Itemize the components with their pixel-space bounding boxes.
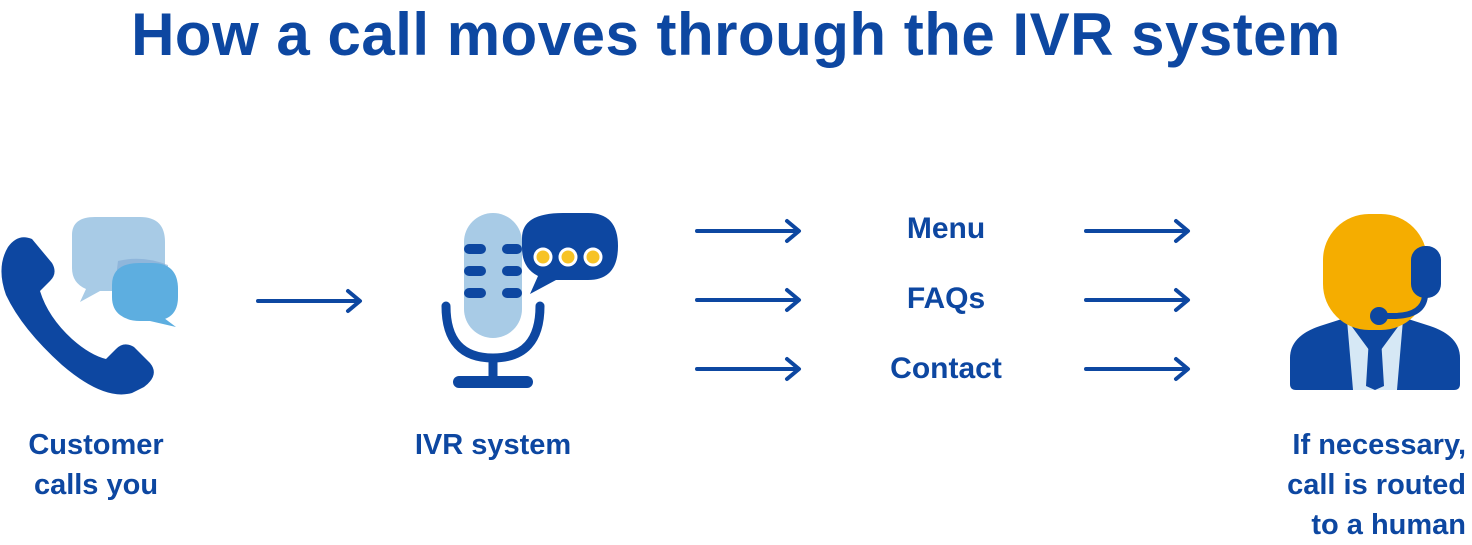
step-1-label-line-2: calls you <box>33 469 159 501</box>
agent-headset-icon <box>1290 214 1460 390</box>
arrow-right-menu-in <box>695 219 801 243</box>
option-contact: Contact <box>890 352 1002 385</box>
option-menu: Menu <box>906 212 986 245</box>
arrow-right-1 <box>256 289 362 313</box>
arrow-right-contact-in <box>695 357 801 381</box>
step-4-label: If necessary, call is routed to a human <box>1270 425 1466 545</box>
arrow-right-contact-out <box>1084 357 1190 381</box>
step-4-label-line-3: to a human <box>1311 509 1466 541</box>
arrow-right-menu-out <box>1084 219 1190 243</box>
microphone-chat-icon <box>441 213 618 388</box>
option-faqs: FAQs <box>906 282 986 315</box>
phone-chat-icon <box>1 217 178 395</box>
arrow-right-faqs-in <box>695 288 801 312</box>
step-4-label-line-1: If necessary, <box>1292 429 1466 461</box>
step-2-label: IVR system <box>414 429 572 461</box>
step-1-label: Customer calls you <box>16 425 176 505</box>
diagram-title: How a call moves through the IVR system <box>131 1 1341 68</box>
arrow-right-faqs-out <box>1084 288 1190 312</box>
step-4-label-line-2: call is routed <box>1287 469 1466 501</box>
step-1-label-line-1: Customer <box>28 429 164 461</box>
